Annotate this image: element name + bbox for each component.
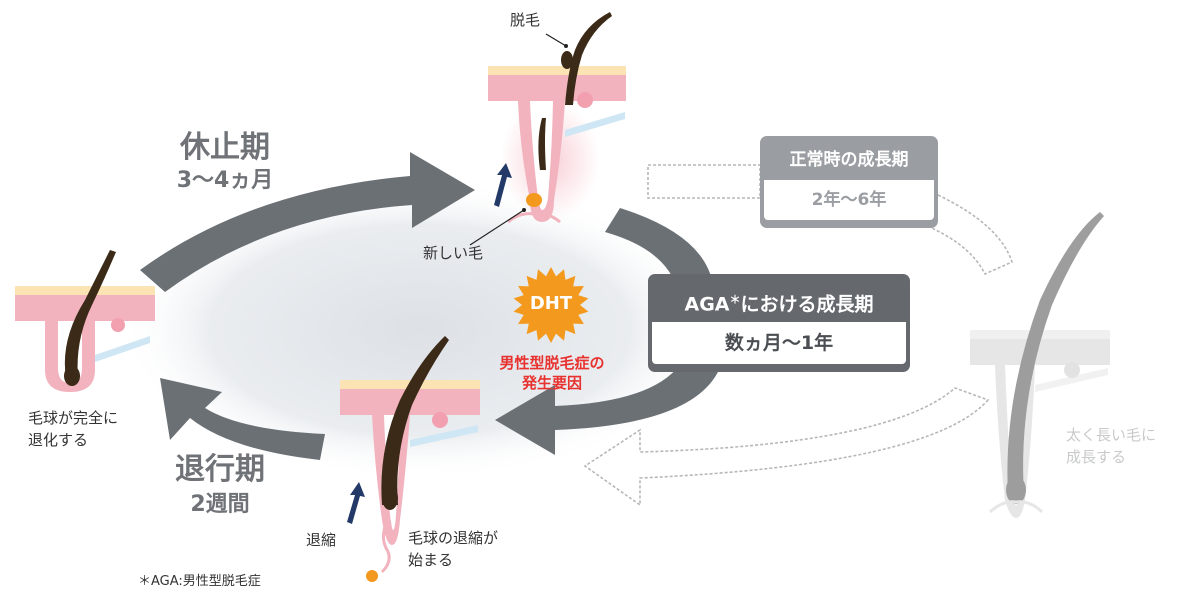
arrow-regress-phase [160,378,325,460]
rest-phase-duration: 3〜4ヵ月 [176,168,274,193]
dht-badge-text: DHT [529,293,573,314]
shrinking-label: 退縮 [306,531,337,549]
aga-title-suffix: における成長期 [740,293,874,316]
bulb-shrink-label: 毛球の退縮が 始まる [408,529,499,569]
arrow-rest-phase [140,152,475,292]
regress-phase-title: 退行期 [175,452,265,487]
aga-growth-box: AGA＊における成長期 数ヵ月〜1年 [648,274,910,372]
aga-growth-title: AGA＊における成長期 [652,278,906,322]
normal-growth-box: 正常時の成長期 2年〜6年 [760,136,938,228]
arrow-right-arc [605,208,713,292]
regress-phase-duration: 2週間 [190,492,250,517]
follicle-bottom [340,336,480,582]
new-hair-label: 新しい毛 [423,244,484,262]
follicle-left [15,250,155,392]
rest-phase-title: 休止期 [180,130,270,165]
dht-badge [513,267,589,343]
follicle-top [469,12,626,246]
dashed-arrow-top [647,164,761,199]
aga-growth-duration: 数ヵ月〜1年 [652,322,906,364]
main-cycle-arrows [140,152,718,460]
follicle-right-faded [970,212,1110,518]
aga-title-prefix: AGA [684,293,730,316]
central-halo [120,180,720,480]
normal-growth-duration: 2年〜6年 [764,180,934,220]
shedding-label: 脱毛 [510,11,541,29]
aga-title-mark: ＊ [729,293,741,306]
arrow-aga-phase [495,362,718,455]
normal-growth-title: 正常時の成長期 [789,150,909,170]
grow-thick-label: 太く長い毛に 成長する [1066,426,1157,466]
footnote: ＊AGA:男性型脱毛症 [138,574,261,589]
dashed-arrow-bottom [583,387,990,507]
bulb-regressed-label: 毛球が完全に 退化する [28,409,119,449]
dht-cause-text: 男性型脱毛症の 発生要因 [499,354,605,392]
